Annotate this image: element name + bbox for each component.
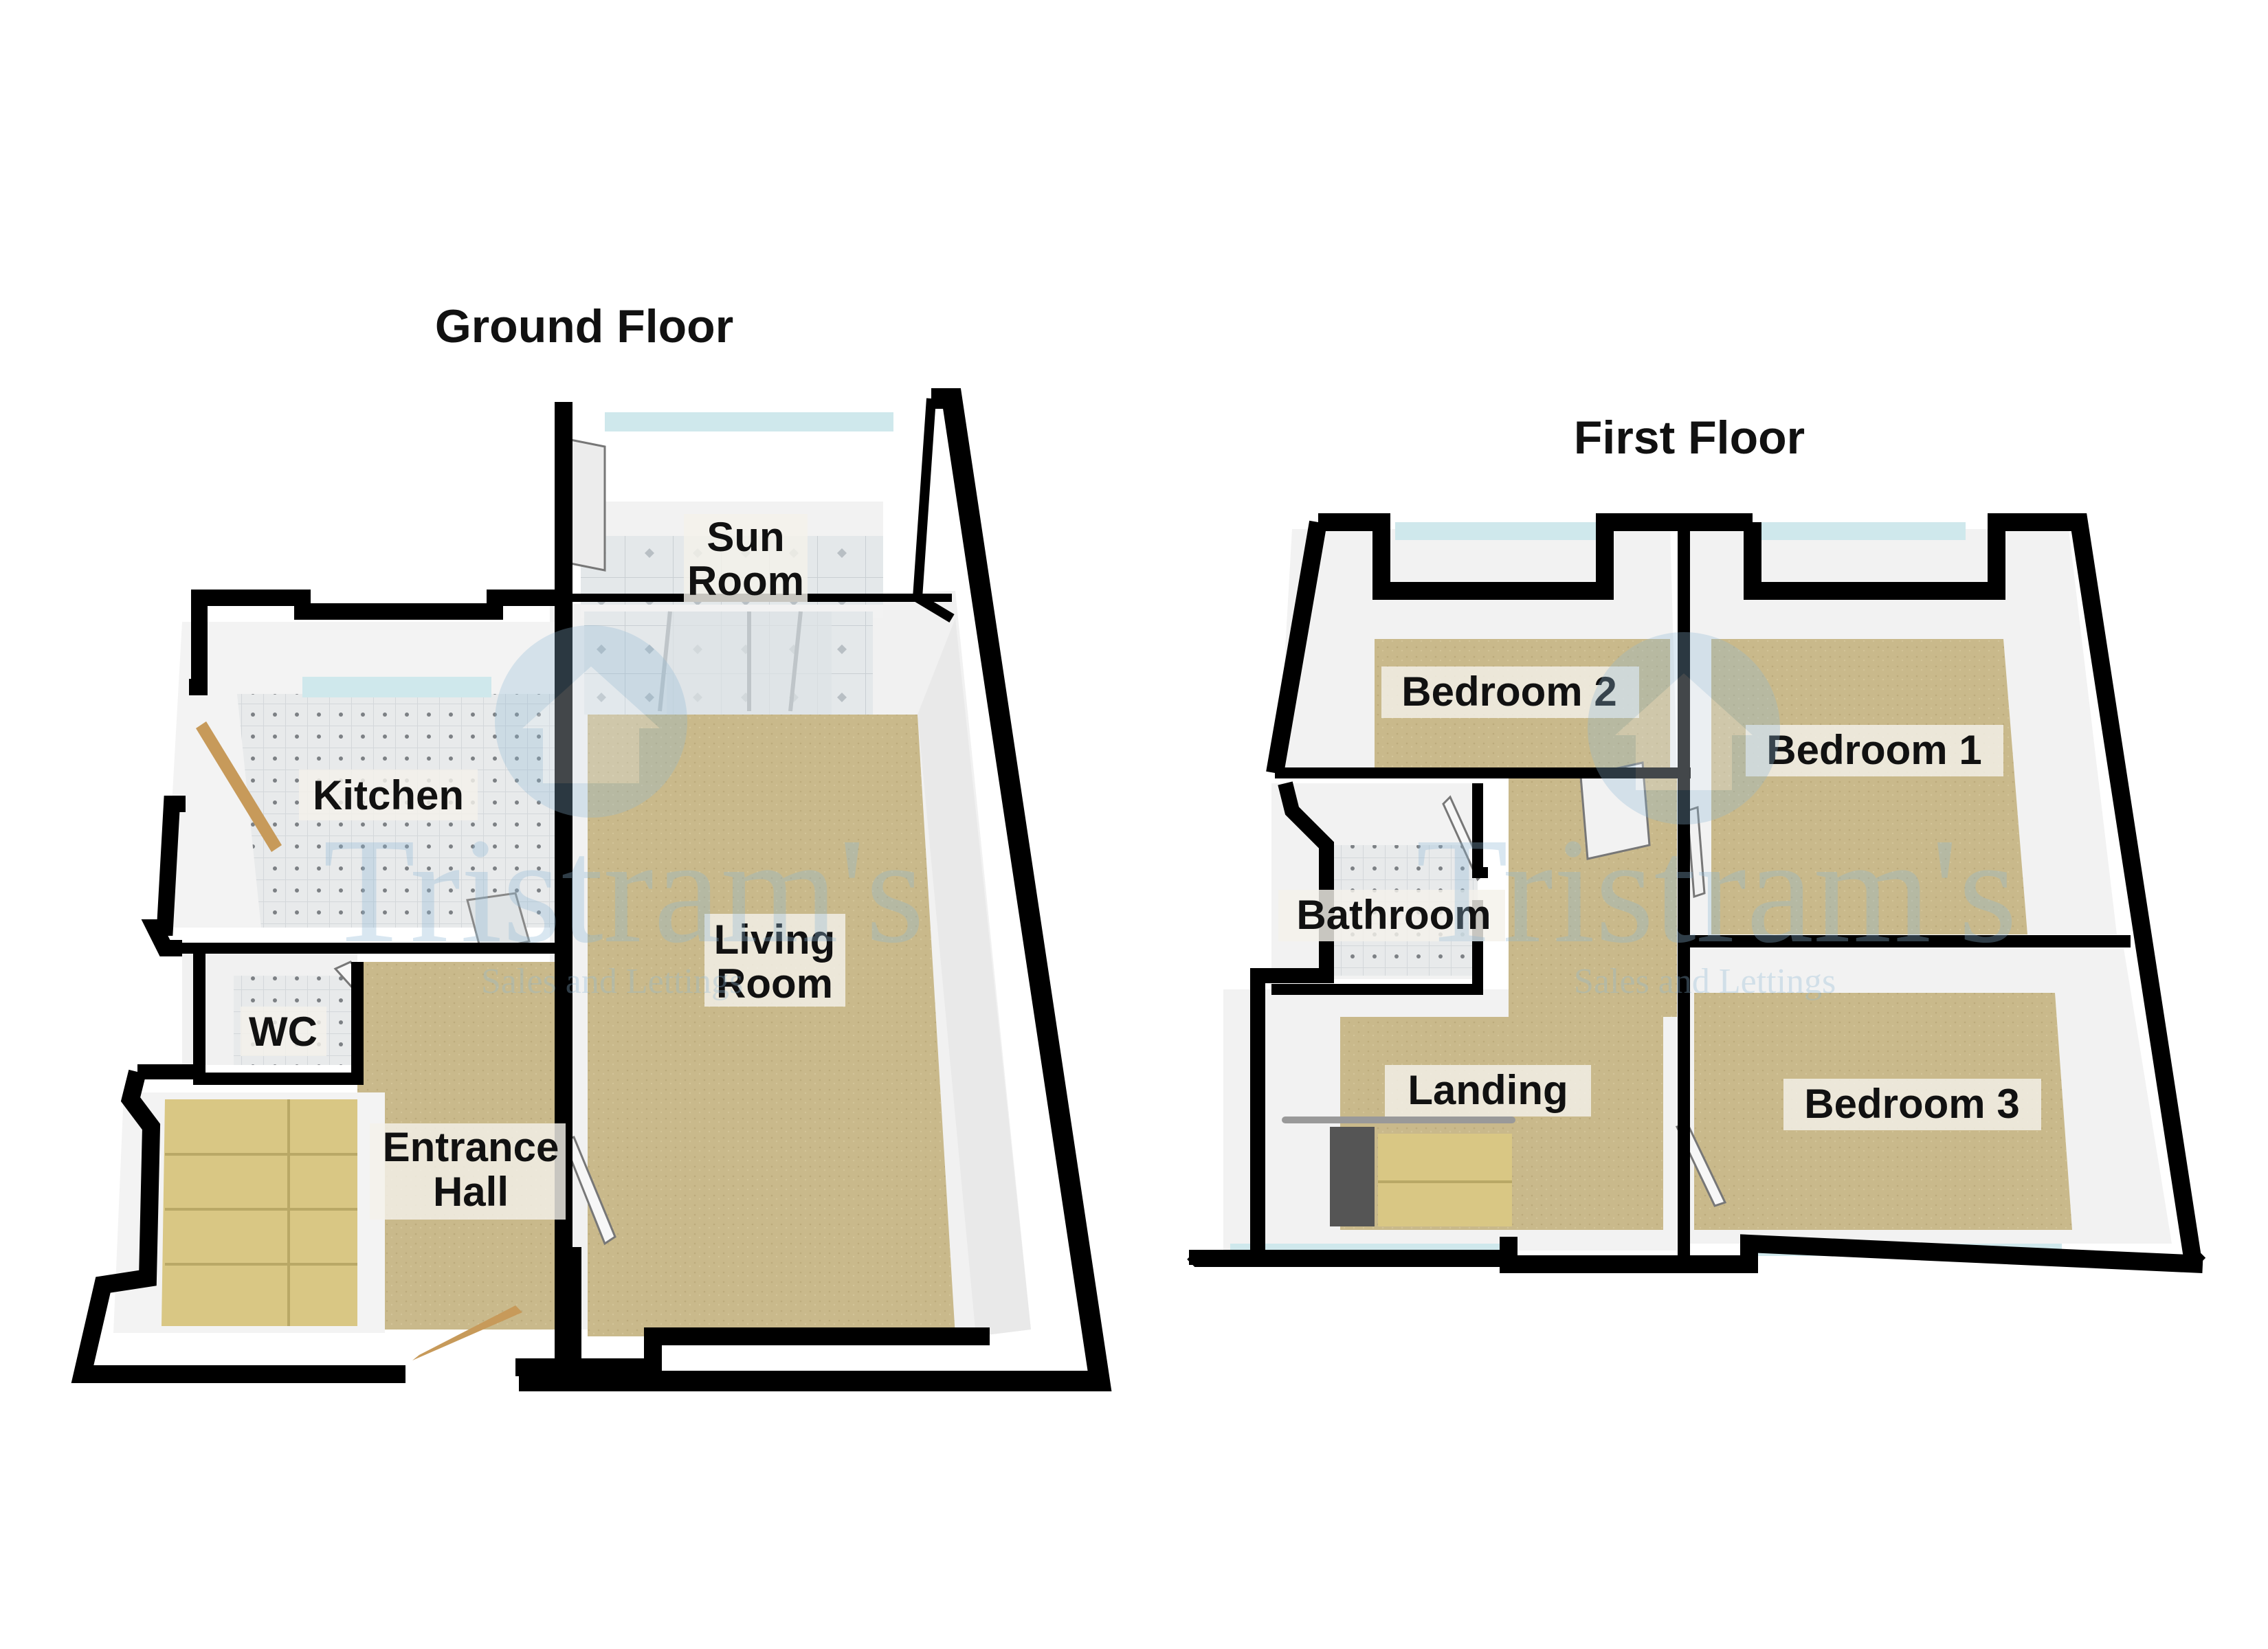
- watermark-tagline-first: Sales and Lettings: [1574, 962, 1836, 1001]
- entrance-hall-label-line-1: Entrance: [383, 1124, 559, 1170]
- kitchen-door: [196, 721, 282, 852]
- bedroom-1-window: [1746, 522, 1966, 540]
- first-floor-walls: [1187, 513, 2206, 1273]
- first-floor-title: First Floor: [1574, 412, 1805, 464]
- watermark-tagline-ground: Sales and Lettings: [481, 962, 743, 1001]
- bedroom-2-door: [1579, 761, 1651, 860]
- watermark-first: Tristram's Sales and Lettings: [1416, 632, 2017, 1001]
- bedroom-2-label: Bedroom 2: [1401, 669, 1616, 715]
- room-labels: Sun Room Kitchen Living Room WC Entrance…: [241, 514, 2041, 1220]
- living-room-label-line-1: Living: [714, 917, 836, 963]
- bathroom-label: Bathroom: [1296, 892, 1491, 938]
- entrance-hall-label-line-2: Hall: [433, 1169, 509, 1215]
- stairs-landing: [1378, 1134, 1512, 1226]
- bedroom-1-door: [1686, 805, 1706, 899]
- landing-label: Landing: [1408, 1067, 1568, 1113]
- stairs: [162, 1099, 357, 1326]
- watermark-name-ground: Tristram's: [323, 807, 924, 974]
- ground-floor-walls: [71, 388, 1112, 1391]
- sun-room-label-line-2: Room: [687, 558, 804, 604]
- sun-room-window: [605, 412, 893, 431]
- front-door: [412, 1305, 522, 1360]
- wc-label: WC: [249, 1009, 318, 1055]
- living-room-label-line-2: Room: [716, 961, 833, 1007]
- watermark-name-first: Tristram's: [1416, 807, 2017, 974]
- sun-room-label-line-1: Sun: [707, 514, 784, 560]
- ground-floor-title: Ground Floor: [435, 300, 733, 352]
- house-logo-icon: [495, 625, 687, 818]
- watermark-ground: Tristram's Sales and Lettings: [323, 625, 924, 1001]
- bedroom-3-label: Bedroom 3: [1804, 1081, 2019, 1127]
- bedroom-2-window: [1395, 522, 1601, 540]
- kitchen-label: Kitchen: [313, 772, 464, 818]
- stair-void: [1330, 1127, 1375, 1226]
- kitchen-window: [302, 677, 491, 697]
- sun-room-door: [569, 438, 606, 572]
- house-logo-icon: [1588, 632, 1780, 824]
- bedroom-1-label: Bedroom 1: [1766, 727, 1981, 773]
